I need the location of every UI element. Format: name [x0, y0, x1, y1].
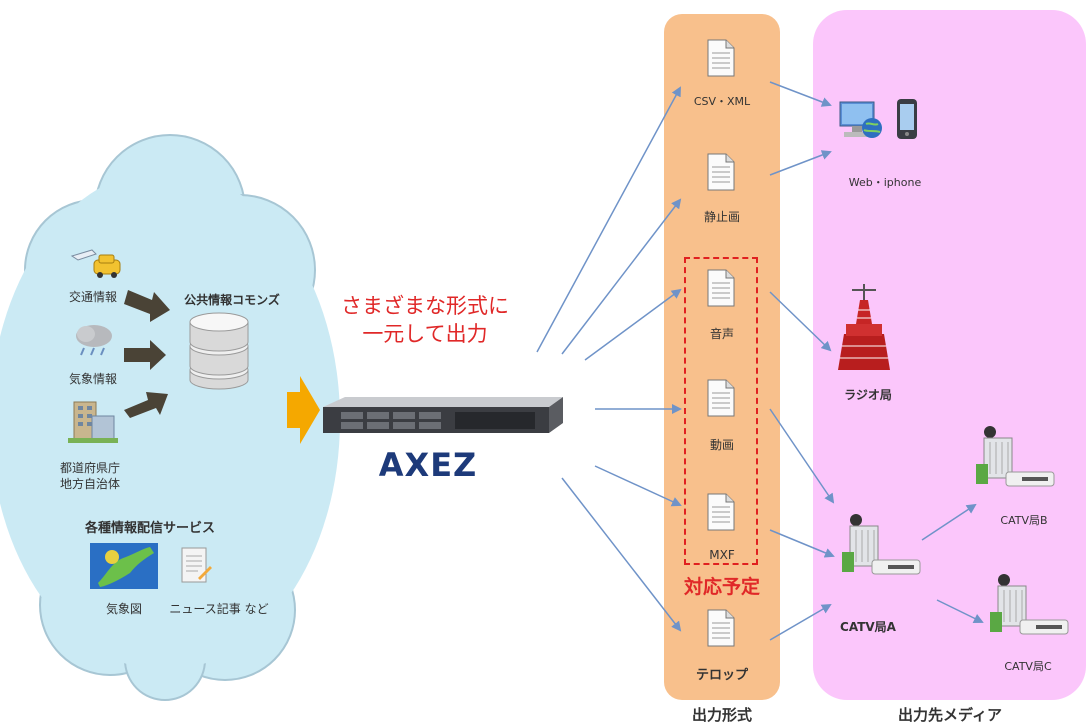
- product-name: AXEZ: [378, 446, 478, 484]
- formats-title: 出力形式: [691, 706, 752, 724]
- government-label: 都道府県庁 地方自治体: [59, 461, 120, 491]
- commons-database-icon: [186, 308, 252, 390]
- weather-map-icon: [90, 543, 158, 589]
- format-still-label: 静止画: [703, 210, 740, 224]
- doc-telop-icon: [706, 608, 736, 652]
- media-web-label: Web・iphone: [848, 176, 922, 189]
- media-title: 出力先メディア: [898, 706, 1002, 724]
- smartphone-icon: [896, 98, 918, 140]
- doc-csv-icon: [706, 38, 736, 82]
- media-catv-c-label: CATV局C: [1004, 660, 1052, 673]
- weather-icon: [72, 320, 116, 358]
- catv-b-icon: [976, 424, 1056, 490]
- output-format-panel: [664, 14, 780, 700]
- news-label: ニュース記事 など: [169, 602, 269, 616]
- traffic-label: 交通情報: [68, 290, 117, 304]
- format-audio-label: 音声: [709, 327, 734, 341]
- news-article-icon: [180, 546, 212, 586]
- doc-mxf-icon: [706, 492, 736, 536]
- traffic-icon: [68, 244, 124, 280]
- format-csv-label: CSV・XML: [693, 95, 751, 108]
- format-telop-label: テロップ: [695, 668, 748, 683]
- government-building-icon: [68, 398, 118, 444]
- planned-label: 対応予定: [683, 576, 760, 598]
- media-catv-b-label: CATV局B: [1000, 514, 1048, 527]
- tagline: さまざまな形式に 一元して出力: [341, 294, 509, 346]
- format-mxf-label: MXF: [709, 548, 735, 562]
- pc-globe-icon: [838, 100, 884, 142]
- axez-server: [323, 393, 563, 435]
- media-catv-a-label: CATV局A: [840, 620, 896, 634]
- catv-a-icon: [842, 512, 922, 578]
- format-arrows: [536, 86, 682, 632]
- big-arrow: [287, 376, 320, 444]
- doc-video-icon: [706, 378, 736, 422]
- format-video-label: 動画: [709, 438, 734, 452]
- doc-still-icon: [706, 152, 736, 196]
- services-title: 各種情報配信サービス: [84, 521, 215, 536]
- cloud-arrows: [124, 290, 170, 418]
- doc-audio-icon: [706, 268, 736, 312]
- planned-dashed-box: [684, 257, 758, 565]
- media-arrows: [769, 81, 984, 641]
- media-radio-label: ラジオ局: [844, 388, 892, 402]
- weather-label: 気象情報: [68, 372, 117, 386]
- radio-tower-icon: [838, 284, 894, 374]
- catv-c-icon: [990, 572, 1070, 638]
- weather-map-label: 気象図: [105, 602, 142, 616]
- commons-label: 公共情報コモンズ: [184, 293, 280, 307]
